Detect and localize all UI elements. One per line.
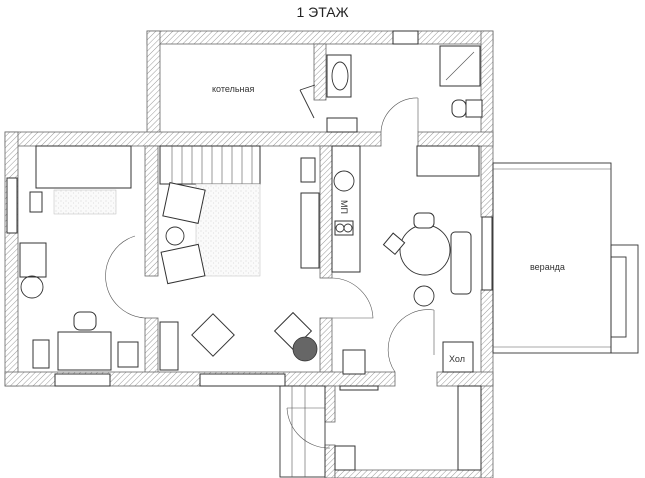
sofa xyxy=(35,145,132,189)
living-room xyxy=(19,145,139,371)
plan-title: 1 ЭТАЖ xyxy=(296,4,349,20)
boiler-room: котельная xyxy=(212,54,358,133)
toilet xyxy=(451,99,467,118)
lower-annex xyxy=(279,385,482,478)
room-label-hall: Хол xyxy=(449,354,465,364)
stair-hall xyxy=(159,145,320,371)
desk xyxy=(57,331,112,371)
walls xyxy=(4,30,494,478)
kitchen-counter xyxy=(331,145,361,273)
label-dishwasher: МП xyxy=(339,200,349,214)
dining-table xyxy=(399,224,451,276)
washbasin xyxy=(326,54,352,98)
dark-round-object xyxy=(292,336,318,362)
hall: Хол xyxy=(342,341,474,375)
bathroom xyxy=(439,45,483,118)
windows xyxy=(6,30,493,391)
room-label-veranda: веранда xyxy=(530,262,565,272)
doors xyxy=(105,97,435,449)
veranda: веранда xyxy=(492,162,639,354)
room-label-boiler: котельная xyxy=(212,84,254,94)
stairs xyxy=(159,145,261,185)
bench xyxy=(450,231,472,295)
kitchen: МП xyxy=(331,145,480,307)
